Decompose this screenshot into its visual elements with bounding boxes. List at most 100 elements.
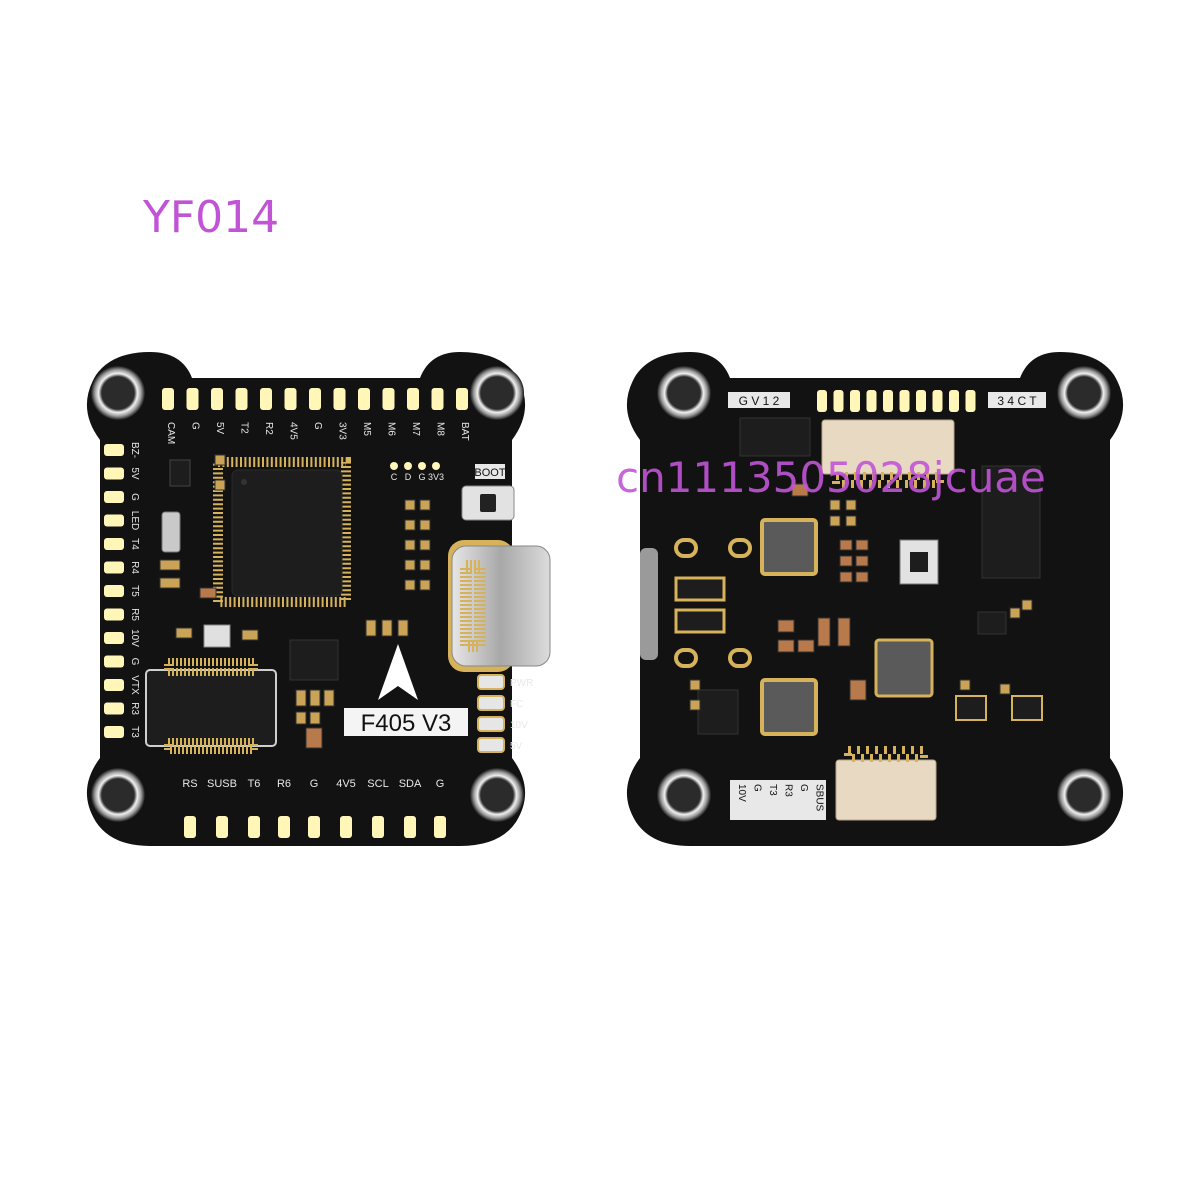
back-top-right-label: 3 4 C T <box>997 394 1037 408</box>
pad-label: G <box>190 422 201 430</box>
solder-pad <box>104 679 124 691</box>
solder-pad <box>434 816 446 838</box>
pad-label: SBUS <box>814 784 825 812</box>
solder-pad <box>308 816 320 838</box>
front-left-pads <box>104 444 124 738</box>
solder-pad <box>407 388 419 410</box>
usb-c-pins <box>460 560 486 652</box>
solder-pad <box>104 702 124 715</box>
solder-pad <box>883 390 893 412</box>
arrow-logo <box>378 644 418 700</box>
pad-label: LED <box>129 511 140 530</box>
solder-pad <box>235 388 248 410</box>
pad-label: T5 <box>129 585 140 597</box>
pad-label: SUSB <box>207 778 237 790</box>
solder-pad <box>104 491 124 503</box>
pad-label: R5 <box>129 608 140 621</box>
solder-pad <box>104 655 124 668</box>
usb-slot <box>728 538 752 558</box>
status-led <box>477 695 505 711</box>
pad-label: 4V5 <box>288 422 299 440</box>
test-pad-label: 3V3 <box>428 472 444 482</box>
pad-label: T4 <box>129 538 140 550</box>
pad-label: 5V <box>214 422 225 435</box>
solder-pad <box>104 726 124 738</box>
solder-pad <box>817 390 827 412</box>
solder-pad <box>916 390 926 412</box>
solder-pad <box>104 538 124 550</box>
pad-label: T6 <box>248 778 261 790</box>
connector-pins-bottom <box>164 738 258 754</box>
test-pad-label: C <box>391 472 398 482</box>
top-connector <box>821 419 955 475</box>
pad-label: T3 <box>767 784 778 796</box>
pad-label: T2 <box>239 422 250 434</box>
mcu-chip <box>231 469 343 597</box>
pad-label: BZ- <box>129 442 140 458</box>
back-top-left-label: G V 1 2 <box>739 394 780 408</box>
pad-label: BAT <box>459 422 470 441</box>
pad-label: M7 <box>410 422 421 436</box>
solder-pad <box>284 388 297 410</box>
solder-pad <box>104 608 124 621</box>
regulator-chip <box>289 639 339 681</box>
mounting-hole <box>657 366 711 420</box>
solder-pad <box>104 632 124 644</box>
mounting-hole <box>470 366 524 420</box>
solder-pad <box>850 390 860 412</box>
pad-label: SDA <box>399 778 422 790</box>
status-led <box>477 716 505 732</box>
crystal <box>161 511 181 553</box>
pad-label: G <box>310 778 319 790</box>
pad-label: G <box>312 422 323 430</box>
vtx-chip <box>739 417 811 457</box>
pad-label: T3 <box>129 726 140 738</box>
pressure-sensor-core <box>910 552 928 572</box>
front-bottom-pads <box>184 816 446 838</box>
led-label: 10V <box>510 720 528 731</box>
pad-label: CAM <box>165 422 176 444</box>
solder-pad <box>211 388 223 410</box>
solder-pad <box>833 390 844 412</box>
bottom-connector-pins <box>844 746 928 762</box>
front-top-pads <box>162 388 468 410</box>
product-code: YF014 <box>142 192 279 243</box>
pad-label: 10V <box>129 629 140 647</box>
boot-label-box <box>475 464 505 479</box>
pad-label: R2 <box>263 422 274 435</box>
regulator-chip <box>977 611 1007 635</box>
test-pad <box>432 462 440 470</box>
sot-chip <box>1011 695 1043 721</box>
pad-label: G <box>798 784 809 792</box>
solder-pad <box>248 816 260 838</box>
solder-pad <box>104 467 124 480</box>
solder-pad <box>278 816 290 838</box>
capacitor <box>305 727 323 749</box>
solder-pad <box>333 388 346 410</box>
mounting-hole <box>91 366 145 420</box>
model-label-box <box>344 708 468 736</box>
solder-pad <box>104 444 124 456</box>
bottom-connector <box>835 759 937 821</box>
watermark-text: cn1113505028jcuae <box>616 453 1046 502</box>
solder-pad <box>184 816 196 838</box>
led-label: 5V <box>510 741 523 752</box>
pad-label: 4V5 <box>336 778 356 790</box>
inductor <box>760 678 818 736</box>
mounting-hole <box>91 768 145 822</box>
ic-small <box>169 459 191 487</box>
sot-chip <box>955 695 987 721</box>
passive-components <box>689 483 1033 711</box>
usb-c-back-edge <box>640 548 658 660</box>
solder-pad <box>260 388 272 410</box>
solder-pad <box>949 390 959 412</box>
back-top-right-label-box <box>988 392 1046 408</box>
pad-label: M5 <box>361 422 372 436</box>
solder-pad <box>104 514 124 527</box>
pad-label: R3 <box>129 702 140 715</box>
pad-label: VTX <box>129 675 140 695</box>
usb-slot <box>728 648 752 668</box>
test-pad <box>390 462 398 470</box>
